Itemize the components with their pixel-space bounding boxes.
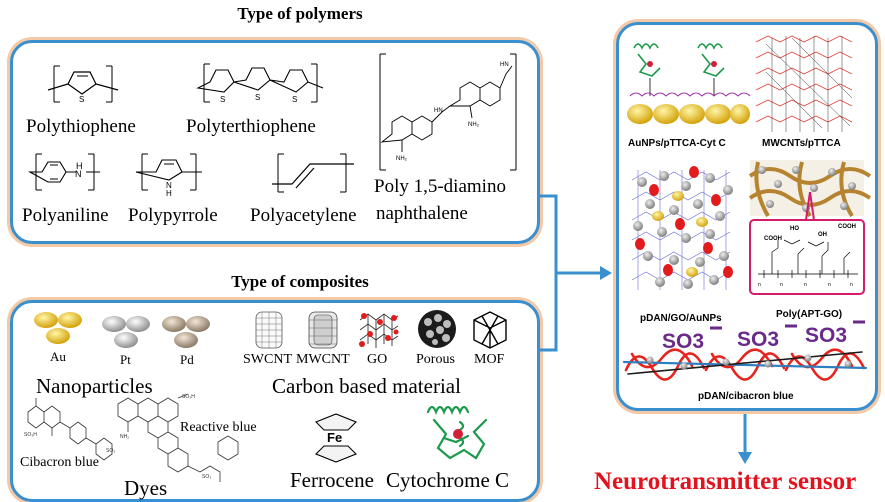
apt-cooh2-label: COOH [764,236,782,242]
polyaniline-structure: H N [27,153,100,191]
polypyrrole-structure: N H [135,153,202,198]
svg-text:N: N [166,181,172,190]
pd-nanoparticles-icon [162,316,210,348]
polyacetylene-structure [272,153,354,193]
svg-text:n: n [828,282,831,288]
svg-text:NH₂: NH₂ [120,434,129,440]
pdan-cibacron-label: pDAN/cibacron blue [698,391,794,402]
pdan-label-line1: Poly 1,5-diamino [374,176,506,197]
polyterthiophene-structure: S S S [196,63,324,104]
apt-cooh-label: COOH [838,224,856,230]
svg-text:S: S [255,93,260,102]
polyacetylene-label: Polyacetylene [250,205,357,226]
pdan-label-line2: naphthalene [376,203,468,224]
reactive-blue-label: Reactive blue [180,420,257,435]
porous-icon [418,310,456,348]
pd-label: Pd [180,352,194,367]
swcnt-label: SWCNT [243,352,292,367]
apt-go-label: Poly(APT-GO) [776,309,843,320]
polythiophene-structure: S [47,65,119,104]
pdan-cibacron-illustration [622,348,868,381]
aunps-ptca-cytc-illustration [627,43,751,124]
composites-heading: Type of composites [231,272,369,291]
svg-text:n: n [780,282,783,288]
polyterthiophene-label: Polyterthiophene [186,116,316,137]
polymers-panel [10,40,540,244]
svg-text:SO₃: SO₃ [202,474,211,480]
au-label: Au [50,349,66,364]
cibacron-blue-label: Cibacron blue [20,455,99,470]
pdan-go-aunps-illustration [631,166,733,290]
svg-text:S: S [220,95,225,104]
svg-text:S: S [79,95,84,104]
svg-text:SO₃: SO₃ [106,448,115,454]
pt-label: Pt [120,352,131,367]
svg-text:SO₃H: SO₃H [24,432,37,438]
svg-text:NH₂: NH₂ [468,122,480,128]
so3-group-3: SO3 [805,324,848,347]
mwcnts-label: MWCNTs/pTTCA [762,138,841,149]
mof-label: MOF [474,352,505,367]
neurotransmitter-sensor-label: Neurotransmitter sensor [594,468,857,495]
cytochrome-c-icon [426,405,488,460]
svg-text:NH₂: NH₂ [396,156,408,162]
svg-text:HN: HN [434,108,443,114]
pdan-go-label: pDAN/GO/AuNPs [640,313,722,324]
cytochrome-c-label: Cytochrome C [386,468,510,492]
svg-text:H: H [166,189,172,198]
svg-text:N: N [75,169,82,179]
polyaniline-label: Polyaniline [22,205,109,226]
so3-group-1: SO3 [662,330,705,353]
svg-text:H: H [76,161,83,171]
au-nanoparticles-icon [34,312,82,344]
so3-group-2: SO3 [737,328,780,351]
polythiophene-label: Polythiophene [26,116,136,137]
svg-text:S: S [292,95,297,104]
mwcnt-label: MWCNT [296,352,350,367]
pdan-structure: HN HN NH₂ NH₂ [379,53,517,171]
ferrocene-structure [315,413,357,463]
swcnt-icon [255,311,283,349]
nanoparticles-label: Nanoparticles [36,374,153,398]
go-icon [359,313,399,348]
apt-ho-label: HO [790,226,799,232]
svg-text:SO₃H: SO₃H [182,394,195,400]
fe-label: Fe [327,430,343,445]
polymers-heading: Type of polymers [237,4,363,23]
mof-icon [473,311,507,349]
carbon-label: Carbon based material [272,374,461,398]
ferrocene-label: Ferrocene [290,468,374,492]
dyes-structure: SO₃H SO₃ SO₃H NH₂ SO₃ [24,393,239,482]
svg-text:HN: HN [500,62,509,68]
mwcnts-ptca-illustration [755,35,853,132]
aunps-label: AuNPs/pTTCA-Cyt C [628,138,726,149]
dyes-label: Dyes [124,476,168,500]
svg-text:n: n [758,282,761,288]
svg-text:n: n [850,282,853,288]
apt-oh-label: OH [818,232,827,238]
pt-nanoparticles-icon [102,316,150,348]
polypyrrole-label: Polypyrrole [128,205,218,226]
go-label: GO [367,352,388,367]
mwcnt-icon [308,311,338,349]
porous-label: Porous [416,352,455,367]
svg-text:n: n [804,282,807,288]
